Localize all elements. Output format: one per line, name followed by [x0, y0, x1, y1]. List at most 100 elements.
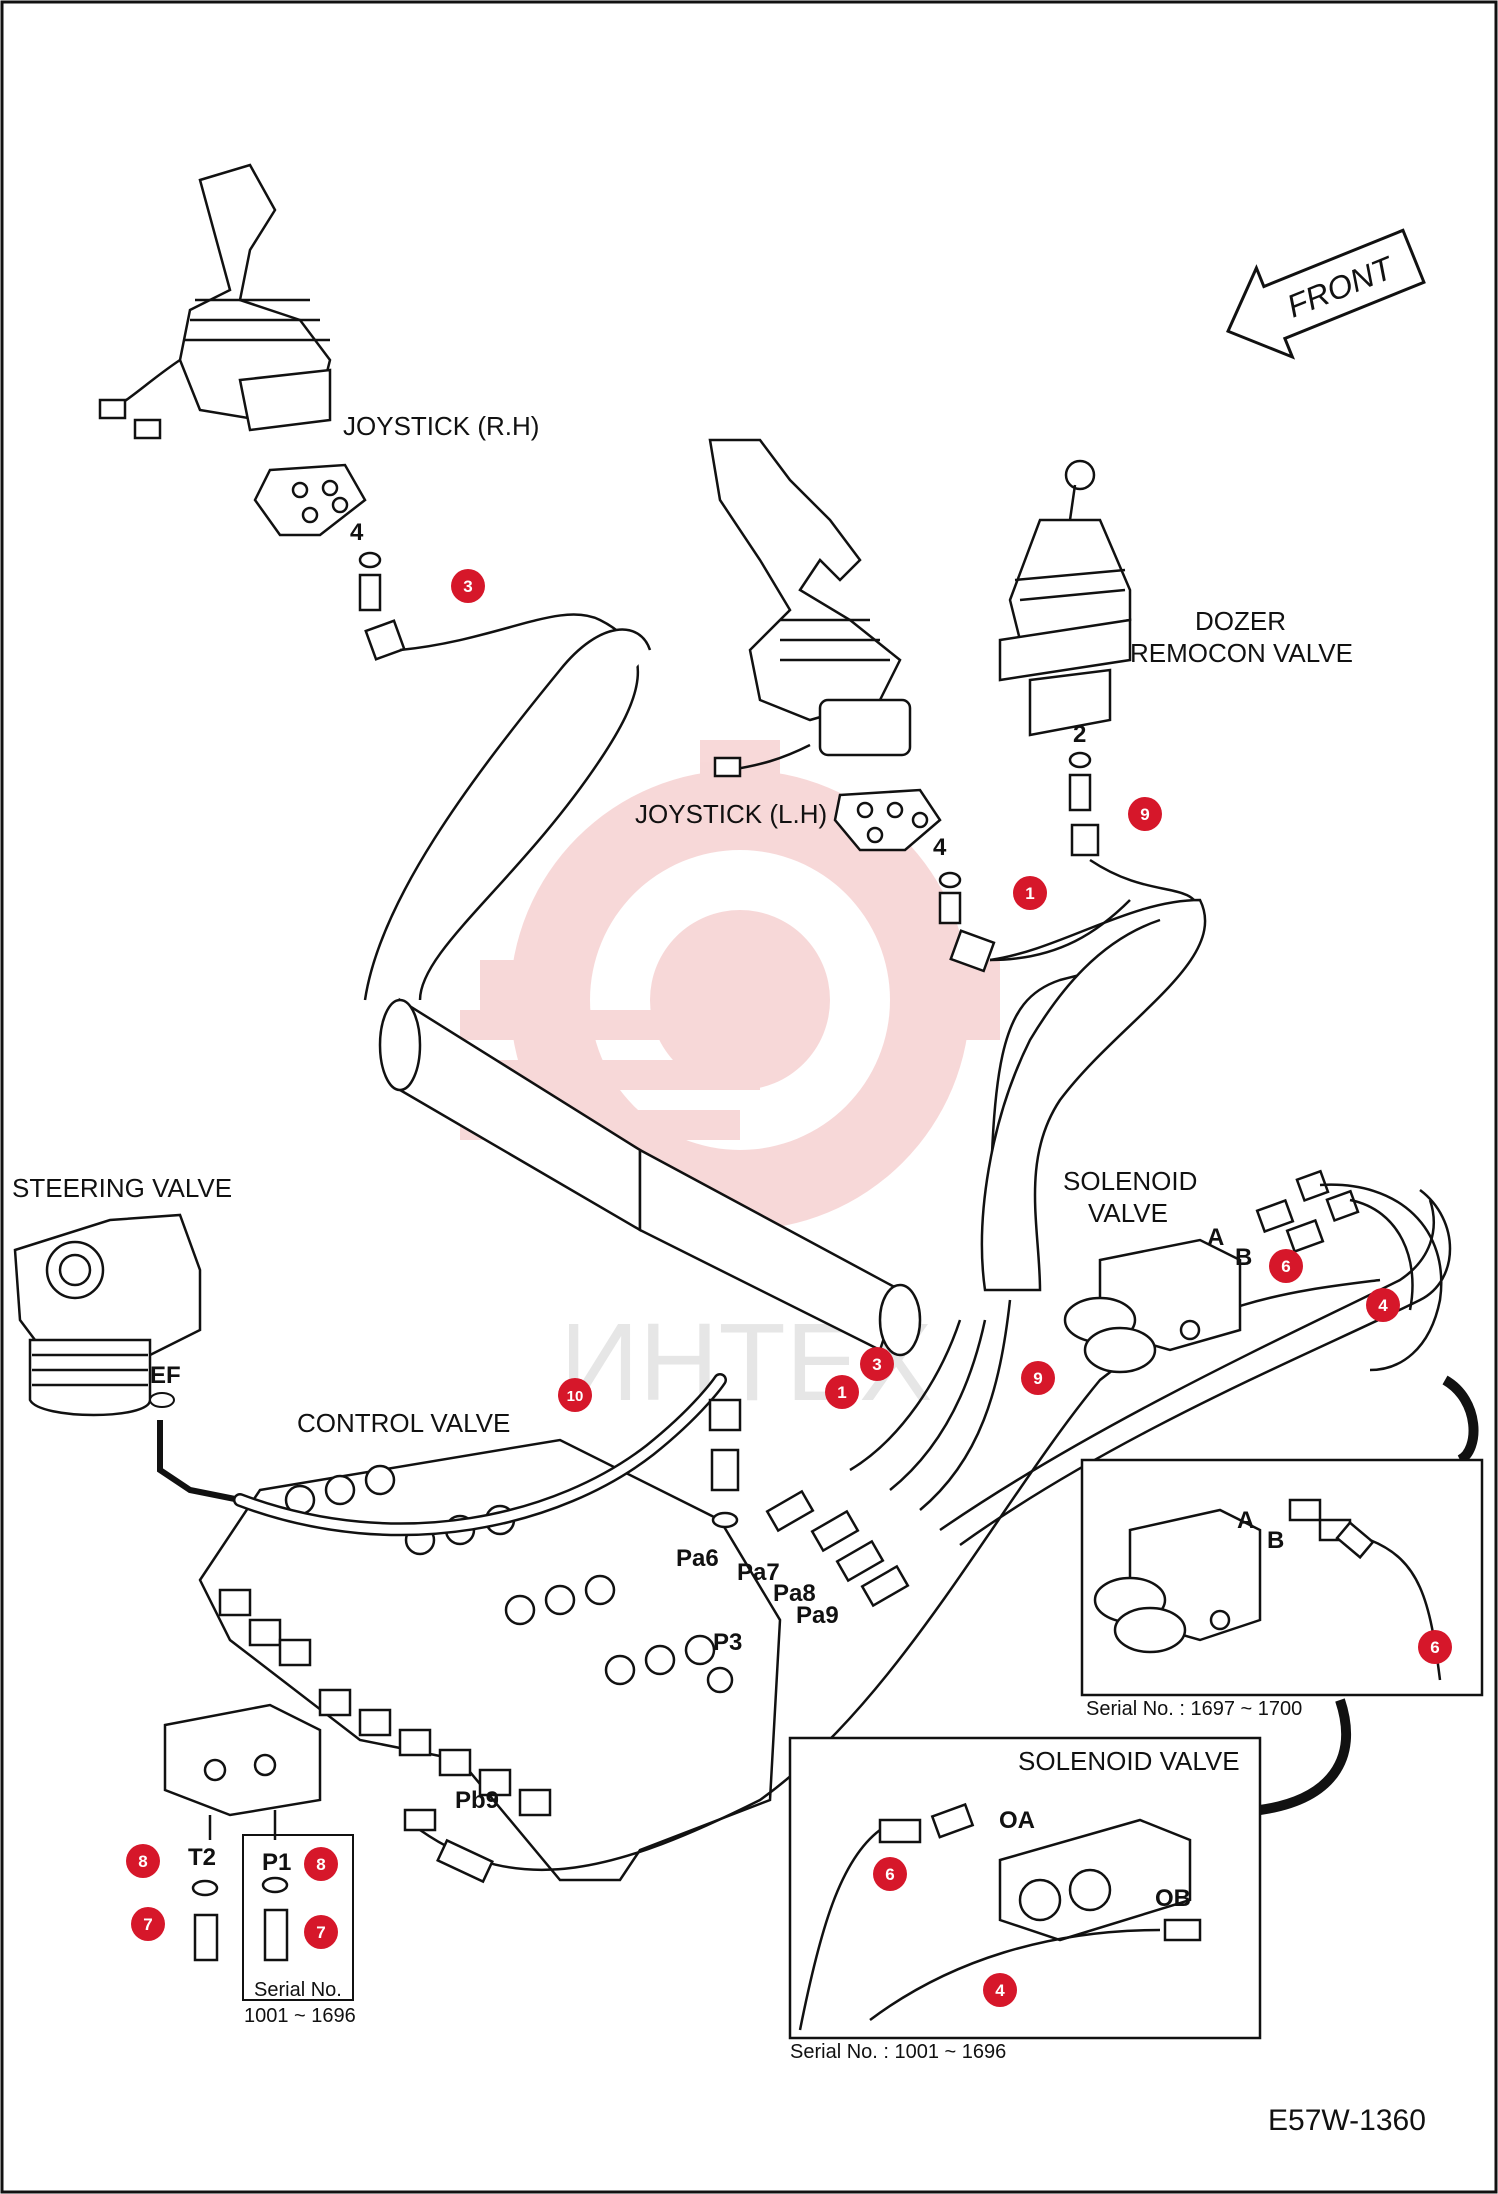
port-t2: T2 — [188, 1844, 216, 1871]
fitting-t2-p1 — [191, 1876, 289, 1962]
callout-circle — [1128, 797, 1162, 831]
pilot-fittings — [765, 1489, 910, 1608]
port-a-inset: A — [1237, 1507, 1254, 1534]
callout-circle — [131, 1907, 165, 1941]
fitting-dozer — [1068, 751, 1100, 857]
p3-fitting — [708, 1398, 742, 1529]
p1-serial-box — [242, 1834, 354, 2001]
control-valve — [198, 1438, 782, 1882]
callout-label: 6 — [885, 1865, 894, 1884]
callout-label: 8 — [316, 1855, 325, 1874]
callout-label: 1 — [837, 1383, 846, 1402]
fitting-rh — [358, 551, 406, 661]
callout-circle — [860, 1347, 894, 1381]
port-ob: OB — [1155, 1885, 1191, 1912]
drawing-id: E57W-1360 — [1268, 2104, 1426, 2137]
callout-label: 4 — [995, 1981, 1005, 2000]
callout-c1a: 1 — [1013, 876, 1047, 910]
port-b-inset: B — [1267, 1527, 1284, 1554]
fitting-block — [163, 1703, 322, 1840]
joystick-lh — [708, 438, 912, 778]
joystick-lh-label: JOYSTICK (L.H) — [635, 799, 827, 829]
watermark-logo — [460, 740, 1000, 1260]
callout-circle — [304, 1847, 338, 1881]
callout-circle — [1366, 1288, 1400, 1322]
part-number-2: 2 — [1073, 721, 1086, 748]
callout-circle — [825, 1375, 859, 1409]
callout-label: 8 — [138, 1852, 147, 1871]
callout-circle — [126, 1844, 160, 1878]
port-pa9: Pa9 — [796, 1602, 839, 1629]
port-b-main: B — [1235, 1244, 1252, 1271]
callout-c10: 10 — [558, 1378, 592, 1412]
port-pb9: Pb9 — [455, 1787, 499, 1814]
callout-circle — [873, 1857, 907, 1891]
callout-c9a: 9 — [1128, 797, 1162, 831]
callout-c9b: 9 — [1021, 1361, 1055, 1395]
hose-10 — [235, 1375, 725, 1534]
control-valve-label: CONTROL VALVE — [297, 1408, 510, 1438]
callout-label: 9 — [1140, 805, 1149, 824]
callout-circle — [558, 1378, 592, 1412]
callout-c7a: 7 — [131, 1907, 165, 1941]
callout-label: 10 — [567, 1388, 584, 1405]
hose-1-upper — [989, 899, 1131, 962]
pb9-fitting — [403, 1808, 494, 1884]
elbow-ef — [157, 1420, 241, 1503]
callout-circle — [1013, 876, 1047, 910]
steering-valve — [13, 1213, 202, 1417]
fitting-serial-line1: Serial No. — [254, 1979, 342, 2001]
solenoid-label-line2: VALVE — [1088, 1198, 1168, 1228]
inset-2-hose-6 — [798, 1829, 881, 2031]
callout-circle — [1269, 1249, 1303, 1283]
central-tube — [378, 997, 922, 1357]
boot-rh — [363, 628, 652, 1001]
callout-label: 9 — [1033, 1369, 1042, 1388]
callout-circle — [304, 1915, 338, 1949]
solenoid-label-line1: SOLENOID — [1063, 1166, 1197, 1196]
joystick-rh — [98, 163, 332, 440]
inset-2-hose-4 — [869, 1928, 1161, 2022]
callout-c4a: 4 — [1366, 1288, 1400, 1322]
callout-c8a: 8 — [126, 1844, 160, 1878]
callout-circle — [983, 1973, 1017, 2007]
callout-c4b: 4 — [983, 1973, 1017, 2007]
port-pa8: Pa8 — [773, 1580, 816, 1607]
dozer-remocon-valve — [998, 459, 1132, 737]
joystick-rh-label: JOYSTICK (R.H) — [343, 411, 539, 441]
callout-label: 4 — [1378, 1296, 1388, 1315]
inset-pointer-lower — [1259, 1698, 1352, 1815]
port-pa6: Pa6 — [676, 1545, 719, 1572]
fitting-lh — [938, 871, 996, 973]
part-number-4-lh: 4 — [933, 834, 947, 861]
callout-circle — [1021, 1361, 1055, 1395]
hose-6-main — [1349, 1198, 1414, 1311]
callout-label: 6 — [1430, 1638, 1439, 1657]
fitting-serial-line2: 1001 ~ 1696 — [244, 2005, 356, 2027]
dozer-label-line2: REMOCON VALVE — [1130, 638, 1353, 668]
callout-label: 1 — [1025, 884, 1034, 903]
solenoid-fittings-main — [1255, 1169, 1360, 1254]
callout-label: 7 — [143, 1915, 152, 1934]
callout-c1b: 1 — [825, 1375, 859, 1409]
inset-2-solenoid — [878, 1802, 1202, 1942]
callout-label: 3 — [463, 577, 472, 596]
callout-circle — [451, 569, 485, 603]
port-p3: P3 — [713, 1629, 742, 1656]
port-pa7: Pa7 — [737, 1559, 780, 1586]
inset-1-solenoid — [1093, 1498, 1375, 1654]
callout-c6b: 6 — [1418, 1630, 1452, 1664]
o-ring-ef — [149, 1392, 175, 1408]
solenoid-inset-label: SOLENOID VALVE — [1018, 1746, 1240, 1776]
callout-c3b: 3 — [860, 1347, 894, 1381]
port-oa: OA — [999, 1807, 1035, 1834]
callout-c7b: 7 — [304, 1915, 338, 1949]
port-p1: P1 — [262, 1849, 291, 1876]
inset-pointer-upper — [1442, 1375, 1479, 1465]
steering-valve-label: STEERING VALVE — [12, 1173, 232, 1203]
hose-3-rh — [399, 613, 640, 1001]
callout-c8b: 8 — [304, 1847, 338, 1881]
